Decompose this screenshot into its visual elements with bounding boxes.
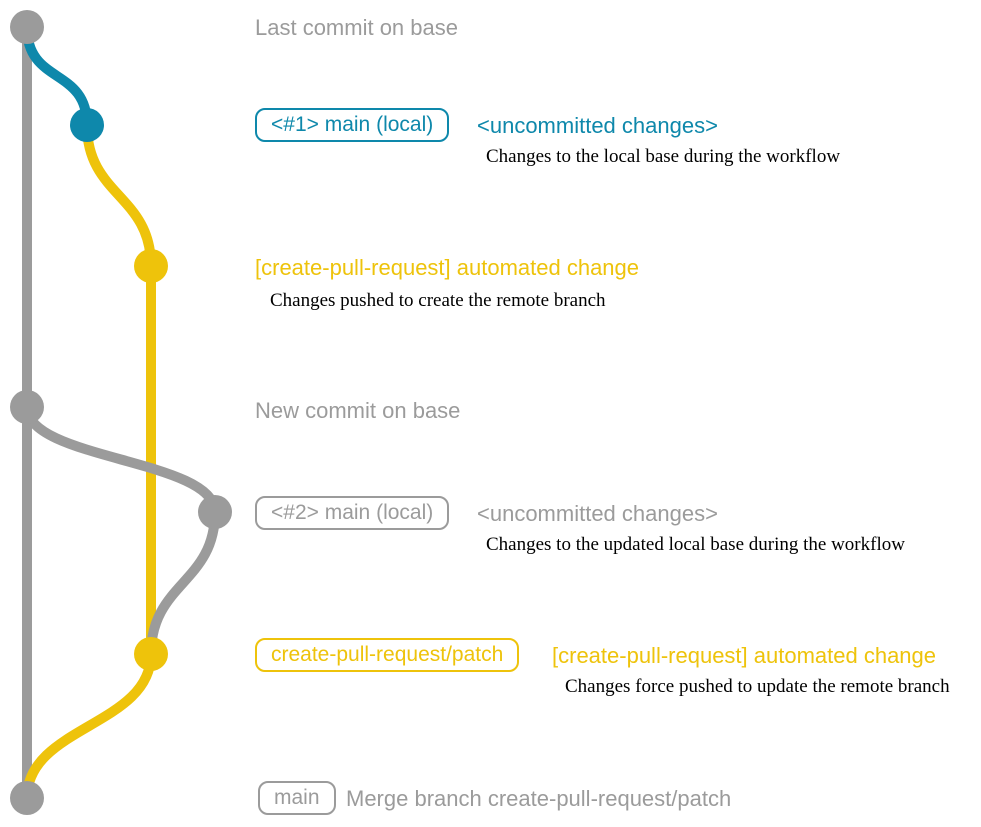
commit-node-patch-create[interactable] <box>134 249 168 283</box>
local2-to-patch-gray-path <box>146 507 220 659</box>
commit-body-pushed-create-remote-branch: Changes pushed to create the remote bran… <box>270 290 606 311</box>
patch-branch-yellow-path <box>82 120 156 659</box>
commit-node-base-top[interactable] <box>10 10 44 44</box>
commit-node-merge[interactable] <box>10 781 44 815</box>
commit-body-updated-local-base-changes: Changes to the updated local base during… <box>486 534 905 555</box>
ref-badge-main-local-1[interactable]: <#1> main (local) <box>255 108 450 142</box>
commit-subject-last-commit-on-base: Last commit on base <box>255 15 458 40</box>
ref-badge-main-local-2[interactable]: <#2> main (local) <box>255 496 450 530</box>
ref-badge-create-pull-request-patch[interactable]: create-pull-request/patch <box>255 638 520 672</box>
base-to-local2-gray-path <box>22 402 220 517</box>
commit-body-force-pushed-update-remote-branch: Changes force pushed to update the remot… <box>565 676 950 697</box>
commit-subject-automated-change-update: [create-pull-request] automated change <box>552 643 937 668</box>
commit-subject-automated-change-create: [create-pull-request] automated change <box>255 255 640 280</box>
commit-node-local-1[interactable] <box>70 108 104 142</box>
ref-badge-main[interactable]: main <box>258 781 336 815</box>
commit-subject-uncommitted-changes-1: <uncommitted changes> <box>477 113 718 138</box>
commit-node-base-new[interactable] <box>10 390 44 424</box>
commit-subject-merge-branch: Merge branch create-pull-request/patch <box>346 786 732 811</box>
local-branch-blue-path <box>22 22 92 130</box>
commit-subject-new-commit-on-base: New commit on base <box>255 398 461 423</box>
commit-body-local-base-changes: Changes to the local base during the wor… <box>486 146 841 167</box>
patch-to-merge-yellow-path <box>22 649 156 803</box>
commit-node-patch-update[interactable] <box>134 637 168 671</box>
commit-node-local-2[interactable] <box>198 495 232 529</box>
commit-subject-uncommitted-changes-2: <uncommitted changes> <box>477 501 718 526</box>
